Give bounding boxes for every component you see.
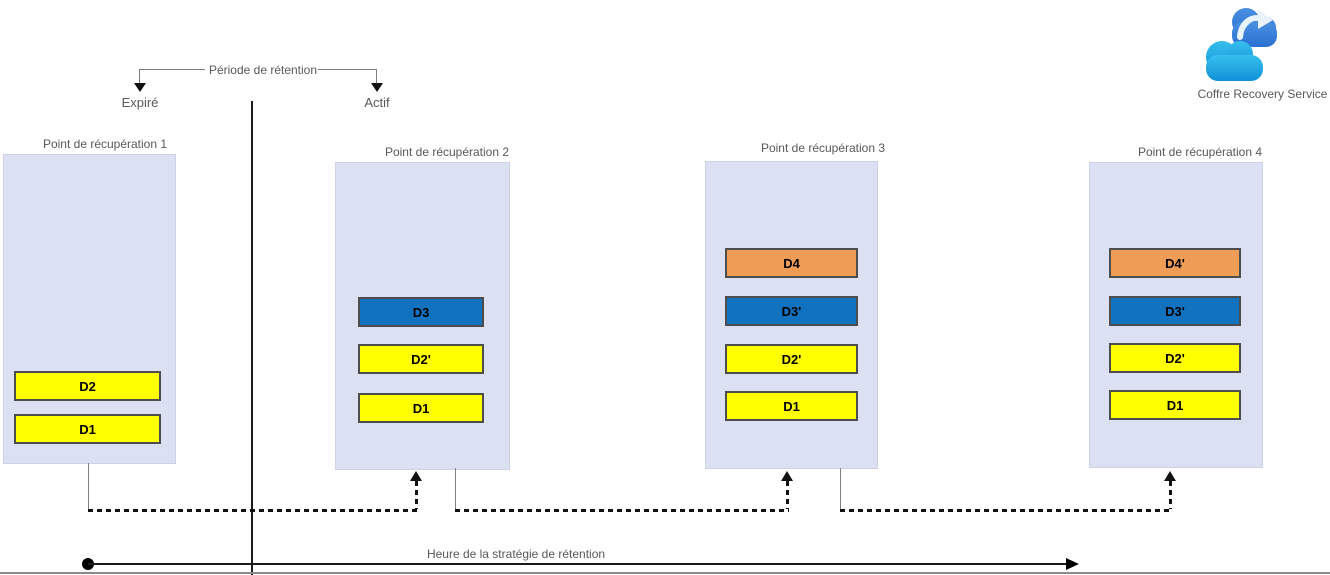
recovery-point-2-title: Point de récupération 2: [384, 145, 510, 159]
data-block: D2': [358, 344, 484, 374]
bracket-line: [139, 69, 205, 70]
recovery-point-4-title: Point de récupération 4: [1137, 145, 1263, 159]
dashed-connector: [1169, 481, 1172, 509]
recovery-point-4-panel: D4' D3' D2' D1: [1089, 162, 1263, 468]
retention-period-label: Période de rétention: [208, 63, 318, 77]
data-block: D4': [1109, 248, 1241, 278]
arrow-down-icon: [371, 83, 383, 92]
bottom-edge-line: [0, 572, 1330, 574]
data-block: D1: [1109, 390, 1241, 420]
data-block: D4: [725, 248, 858, 278]
data-block: D2': [1109, 343, 1241, 373]
expired-state-label: Expiré: [121, 95, 159, 110]
dashed-connector: [415, 481, 418, 509]
arrow-up-icon: [781, 471, 793, 481]
data-block: D1: [725, 391, 858, 421]
dashed-connector: [786, 481, 789, 509]
recovery-point-2-panel: D3 D2' D1: [335, 162, 510, 470]
bracket-line: [139, 69, 140, 84]
dashed-connector: [840, 509, 1172, 512]
expired-active-divider-line: [251, 101, 253, 575]
data-block: D2: [14, 371, 161, 401]
bracket-line: [318, 69, 377, 70]
recovery-vault-cloud-arrow-icon: [1206, 8, 1277, 81]
dashed-connector: [455, 509, 789, 512]
data-block: D3: [358, 297, 484, 327]
timeline-label: Heure de la stratégie de rétention: [426, 547, 606, 561]
active-state-label: Actif: [364, 95, 390, 110]
arrow-right-icon: [1066, 558, 1079, 570]
recovery-point-1-panel: D2 D1: [3, 154, 176, 464]
arrow-up-icon: [410, 471, 422, 481]
recovery-point-3-title: Point de récupération 3: [760, 141, 886, 155]
timeline-axis: [88, 563, 1066, 565]
data-block: D1: [14, 414, 161, 444]
bracket-line: [376, 69, 377, 84]
data-block: D2': [725, 344, 858, 374]
arrow-up-icon: [1164, 471, 1176, 481]
data-block: D1: [358, 393, 484, 423]
recovery-point-1-title: Point de récupération 1: [42, 137, 168, 151]
recovery-point-3-panel: D4 D3' D2' D1: [705, 161, 878, 469]
data-block: D3': [725, 296, 858, 326]
arrow-down-icon: [134, 83, 146, 92]
connector-stub: [88, 463, 89, 511]
connector-stub: [840, 468, 841, 511]
dashed-connector: [88, 509, 418, 512]
vault-label: Coffre Recovery Service: [1197, 87, 1328, 101]
connector-stub: [455, 468, 456, 511]
data-block: D3': [1109, 296, 1241, 326]
